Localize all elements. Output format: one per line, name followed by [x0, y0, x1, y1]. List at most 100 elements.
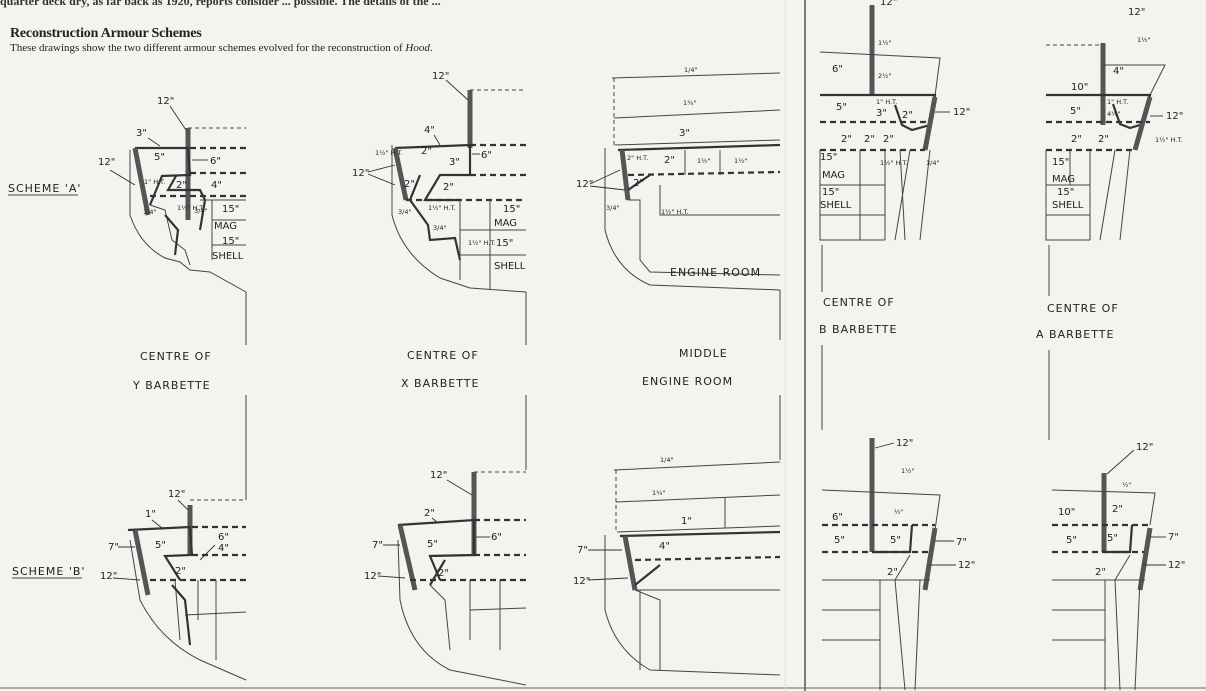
label-b-x-5: 5"	[427, 539, 438, 550]
label-a-x-12: 12"	[432, 71, 449, 82]
label-b-x-2: 2"	[424, 508, 435, 519]
label-b-a-7: 7"	[1168, 532, 1179, 543]
caption-y-line2: Y BARBETTE	[132, 379, 211, 392]
label-a-a-mag: MAG	[1052, 174, 1075, 185]
section-b-a-barbette: 12" ½" 2" 10" 5" 5" 7" 2" 12"	[1051, 442, 1185, 691]
label-a-y-3: 3"	[136, 128, 147, 139]
label-b-y-1: 1"	[145, 509, 156, 520]
label-a-b-shell: SHELL	[820, 200, 852, 211]
label-a-mid-3-4: 3/4"	[606, 204, 619, 212]
label-b-mid-1-75: 1¾"	[652, 489, 665, 497]
section-a-a-barbette: 12" 1½" 4" 10" 1" H.T. 5" 4¾" 12" 2" 2" …	[1045, 7, 1183, 241]
label-a-y-mag: MAG	[214, 221, 237, 232]
label-a-x-2-left: 2"	[404, 179, 415, 190]
label-a-y-5: 5"	[154, 152, 165, 163]
label-a-mid-engine-room: ENGINE ROOM	[670, 266, 761, 279]
label-b-mid-4: 4"	[659, 541, 670, 552]
label-a-b-mag: MAG	[822, 170, 845, 181]
caption-mid-line2: ENGINE ROOM	[642, 375, 733, 388]
label-a-mid-2: 2"	[664, 155, 675, 166]
caption-y-line1: CENTRE OF	[140, 350, 212, 363]
label-a-b-12-side: 12"	[953, 107, 970, 118]
caption-x-line1: CENTRE OF	[407, 349, 479, 362]
label-a-b-3-4: 3/4"	[926, 159, 939, 167]
label-b-a-5-inner: 5"	[1107, 533, 1118, 544]
label-b-y-2: 2"	[175, 566, 186, 577]
label-a-a-2: 2"	[1071, 134, 1082, 145]
label-a-a-1-5: 1½"	[1137, 36, 1150, 44]
label-a-y-2: 2"	[176, 180, 187, 191]
page-top-text: quarter deck dry, as far back as 1920, r…	[0, 0, 441, 8]
label-a-y-quarter: 1/4"	[143, 208, 156, 216]
label-a-b-1-5: 1½"	[878, 39, 891, 47]
label-a-y-shell15: 15"	[222, 236, 239, 247]
label-a-x-1-5ht-bot: 1½" H.T.	[468, 239, 496, 247]
label-b-a-10: 10"	[1058, 507, 1075, 518]
label-a-a-mag15: 15"	[1052, 157, 1069, 168]
label-b-b-5-inner: 5"	[890, 535, 901, 546]
label-a-mid-12: 12"	[576, 179, 593, 190]
label-b-b-1-5: 1½"	[901, 467, 914, 475]
label-a-b-1-5ht: 1½" H.T.	[880, 159, 908, 167]
label-a-x-3-4: 3/4"	[398, 208, 411, 216]
label-b-x-2-low: 2"	[438, 568, 449, 579]
label-a-x-3-4-low: 3/4"	[433, 224, 446, 232]
label-b-a-2: 2"	[1112, 504, 1123, 515]
label-a-x-12-side: 12"	[352, 168, 369, 179]
label-a-b-3: 3"	[876, 108, 887, 119]
subtitle-ship-name: Hood	[405, 42, 430, 54]
label-a-mid-2-low: 2"	[633, 178, 644, 189]
caption-b-line1: CENTRE OF	[823, 296, 895, 309]
label-a-a-12-side: 12"	[1166, 111, 1183, 122]
label-a-x-2-top: 2"	[421, 146, 432, 157]
label-a-x-shell15: 15"	[496, 238, 513, 249]
label-a-x-1-5ht-low: 1½" H.T.	[428, 204, 456, 212]
label-a-mid-1-75: 1¾"	[683, 99, 696, 107]
label-a-y-mag15: 15"	[222, 204, 239, 215]
label-b-a-2-low: 2"	[1095, 567, 1106, 578]
label-a-a-12-top: 12"	[1128, 7, 1145, 18]
label-b-b-6: 6"	[832, 512, 843, 523]
subtitle-text: These drawings show the two different ar…	[10, 42, 406, 54]
label-a-y-shell: SHELL	[212, 251, 244, 262]
label-a-mid-1-5-b: 1½"	[734, 157, 747, 165]
label-a-x-mag15: 15"	[503, 204, 520, 215]
label-a-y-1-5ht: 1½" H.T.	[177, 204, 205, 212]
label-a-b-shell15: 15"	[822, 187, 839, 198]
label-a-y-12: 12"	[157, 96, 174, 107]
label-a-x-6: 6"	[481, 150, 492, 161]
section-b-x-barbette: 12" 2" 6" 7" 5" 2" 12"	[364, 470, 527, 686]
label-b-y-7: 7"	[108, 542, 119, 553]
label-a-b-2-c: 2"	[883, 134, 894, 145]
label-a-mid-3: 3"	[679, 128, 690, 139]
section-a-mid-engine-room: 1/4" 1¾" 3" 2" H.T. 2" 1½" 1½" 12" 2" 3/…	[576, 66, 781, 291]
label-a-mid-2ht: 2" H.T.	[627, 154, 648, 162]
label-a-x-3: 3"	[449, 157, 460, 168]
label-a-b-2: 2"	[902, 110, 913, 121]
label-a-b-1ht: 1" H.T.	[876, 98, 897, 106]
scheme-b-label: SCHEME 'B'	[12, 565, 85, 578]
label-a-x-mag: MAG	[494, 218, 517, 229]
label-b-y-12-side: 12"	[100, 571, 117, 582]
label-b-a-5: 5"	[1066, 535, 1077, 546]
label-a-b-5: 5"	[836, 102, 847, 113]
label-b-b-12-side: 12"	[958, 560, 975, 571]
section-a-x-barbette: 12" 4" 1½" H.T. 2" 3" 6" 12" 2" 2" 3/4" …	[352, 71, 527, 293]
label-a-b-2-a: 2"	[841, 134, 852, 145]
label-a-y-4: 4"	[211, 180, 222, 191]
label-b-b-half: ½"	[894, 508, 903, 516]
label-a-b-12-top: 12"	[880, 0, 897, 8]
label-a-b-2-5: 2½"	[878, 72, 891, 80]
caption-a-line1: CENTRE OF	[1047, 302, 1119, 315]
label-b-mid-quarter: 1/4"	[660, 456, 673, 464]
label-b-y-4: 4"	[218, 543, 229, 554]
label-b-a-half: ½"	[1122, 481, 1131, 489]
label-a-a-4: 4"	[1113, 66, 1124, 77]
caption-mid-line1: MIDDLE	[679, 347, 728, 360]
section-a-y-barbette: 12" 3" 5" 6" 12" 1" H.T. 2" 4" 1/4" 1½" …	[98, 96, 247, 293]
label-a-x-4: 4"	[424, 125, 435, 136]
label-b-y-12: 12"	[168, 489, 185, 500]
label-a-y-1ht: 1" H.T.	[144, 178, 165, 186]
label-a-a-shell15: 15"	[1057, 187, 1074, 198]
label-b-x-6: 6"	[491, 532, 502, 543]
